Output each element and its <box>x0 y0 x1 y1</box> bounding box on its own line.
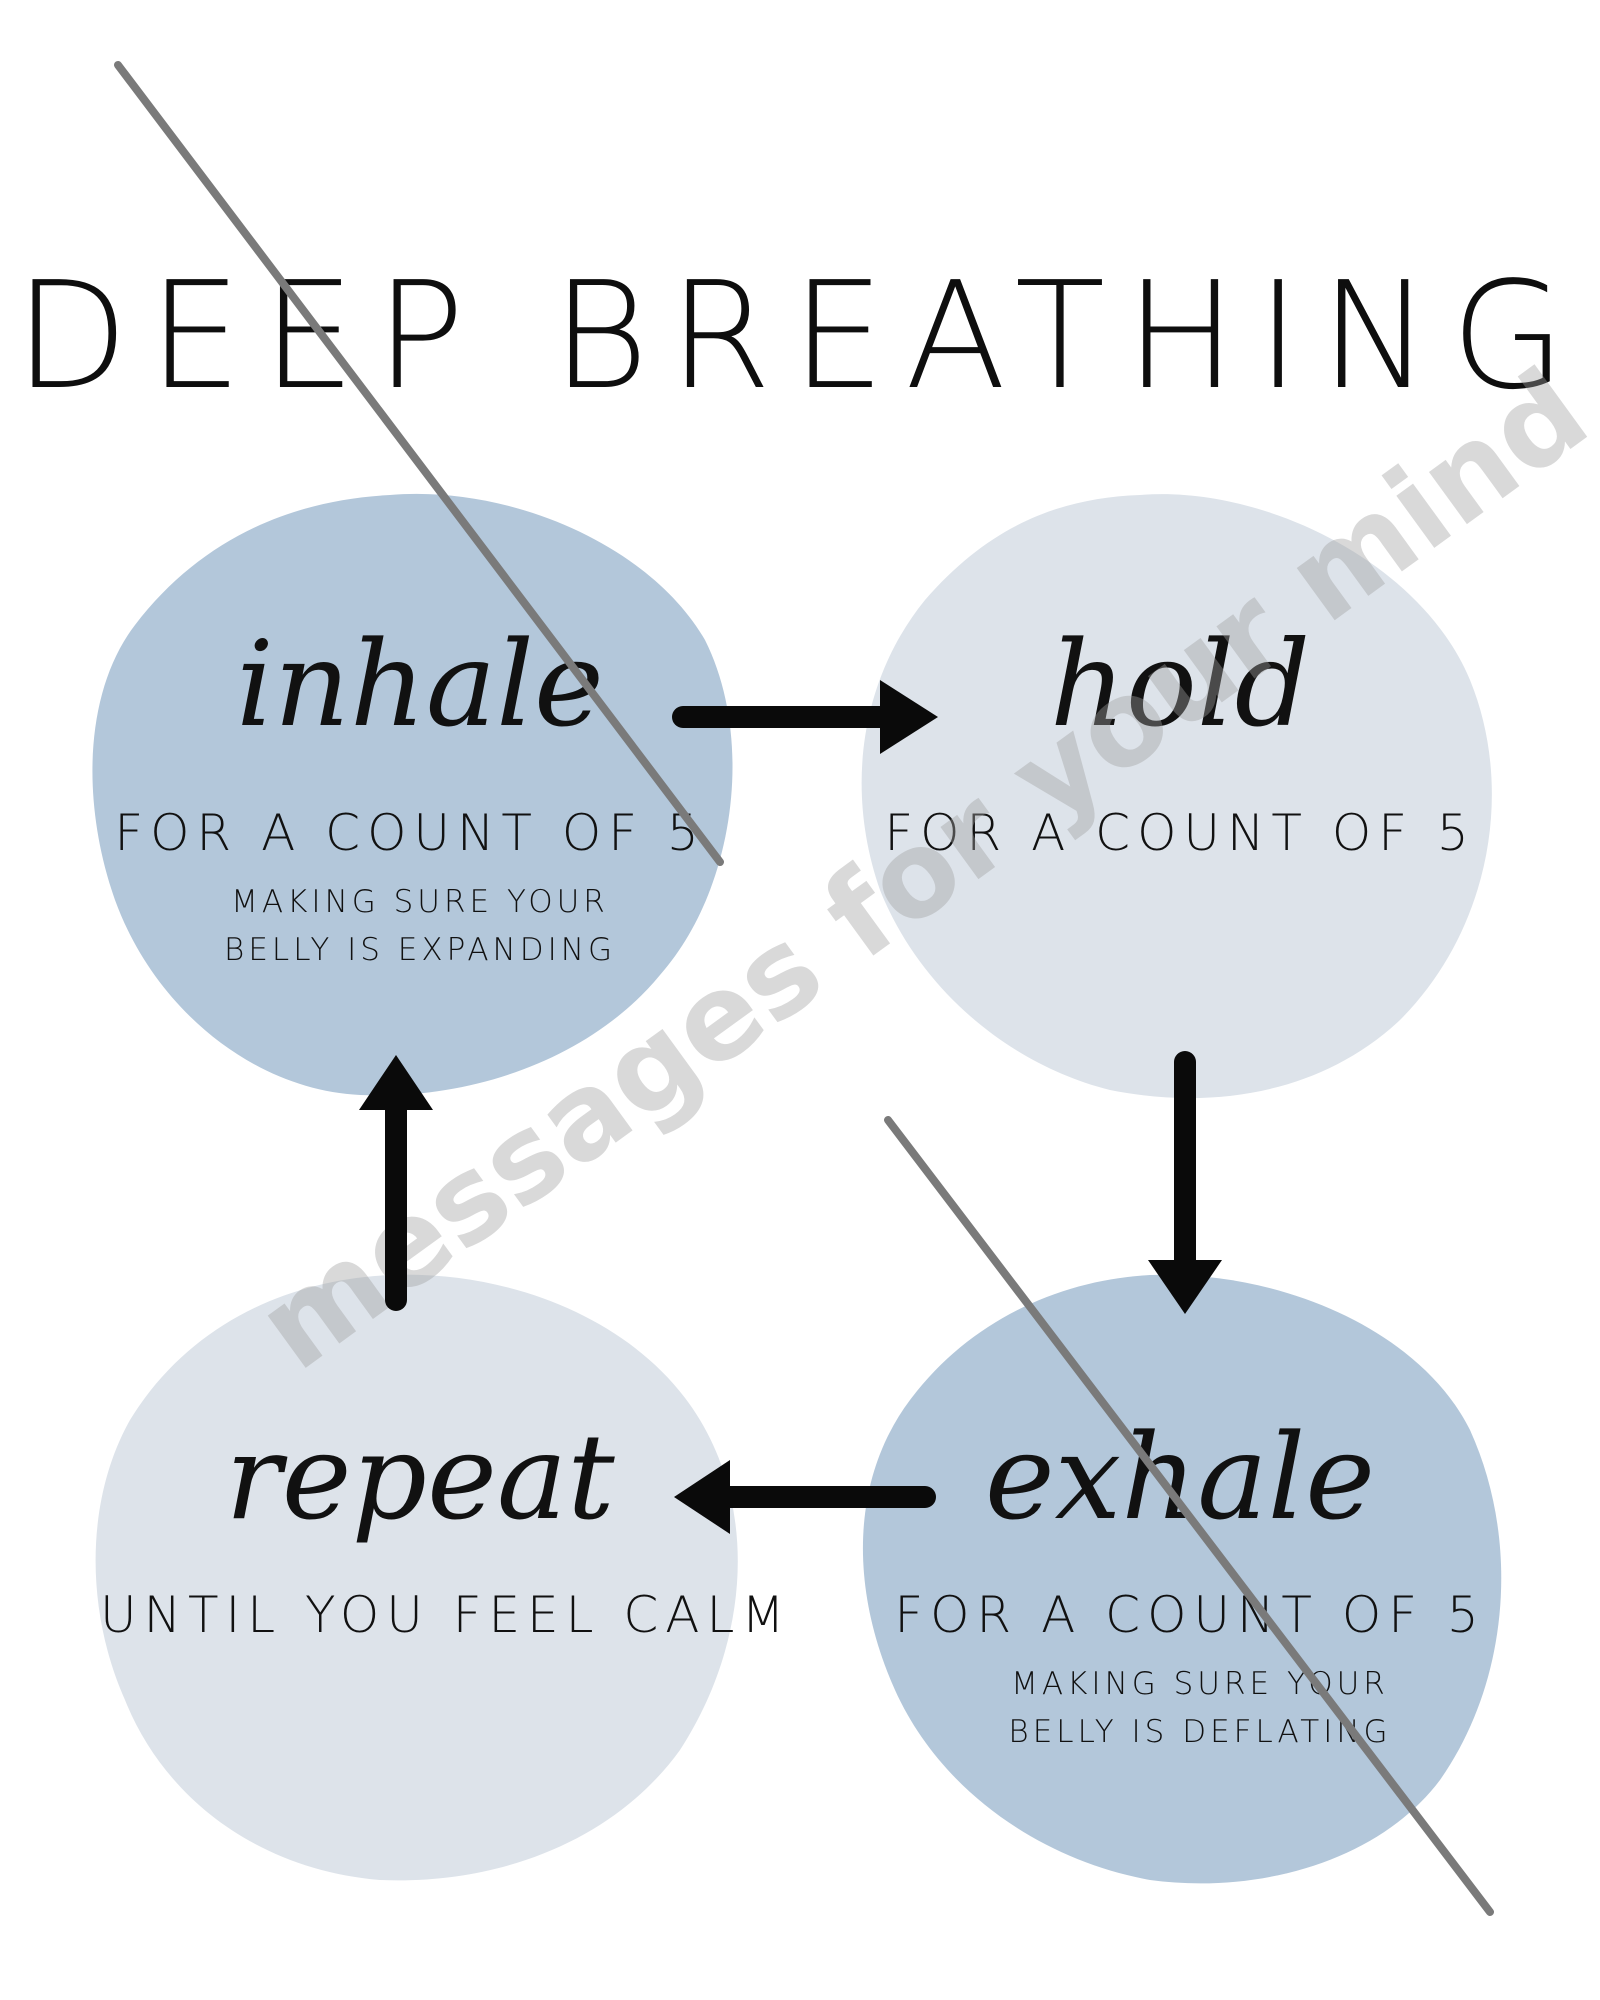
hold-word: hold <box>1049 615 1311 753</box>
inhale-word: inhale <box>236 615 604 753</box>
inhale-note-line-2: BELLY IS EXPANDING <box>224 932 616 968</box>
exhale-blob <box>862 1274 1502 1884</box>
page-title: DEEP BREATHING <box>14 250 1586 422</box>
repeat-blob <box>95 1274 738 1881</box>
exhale-note-line-2: BELLY IS DEFLATING <box>1008 1714 1392 1750</box>
inhale-note: MAKING SURE YOUR BELLY IS EXPANDING <box>140 878 700 974</box>
repeat-word: repeat <box>225 1408 615 1546</box>
exhale-note: MAKING SURE YOUR BELLY IS DEFLATING <box>920 1660 1480 1756</box>
exhale-count-text: FOR A COUNT OF 5 <box>894 1586 1486 1644</box>
repeat-until-text: UNTIL YOU FEEL CALM <box>100 1586 792 1644</box>
hold-blob <box>861 494 1492 1099</box>
exhale-note-line-1: MAKING SURE YOUR <box>1011 1666 1389 1702</box>
exhale-word: exhale <box>984 1408 1376 1546</box>
hold-count-text: FOR A COUNT OF 5 <box>884 804 1476 862</box>
inhale-note-line-1: MAKING SURE YOUR <box>231 884 609 920</box>
inhale-count-text: FOR A COUNT OF 5 <box>114 804 706 862</box>
